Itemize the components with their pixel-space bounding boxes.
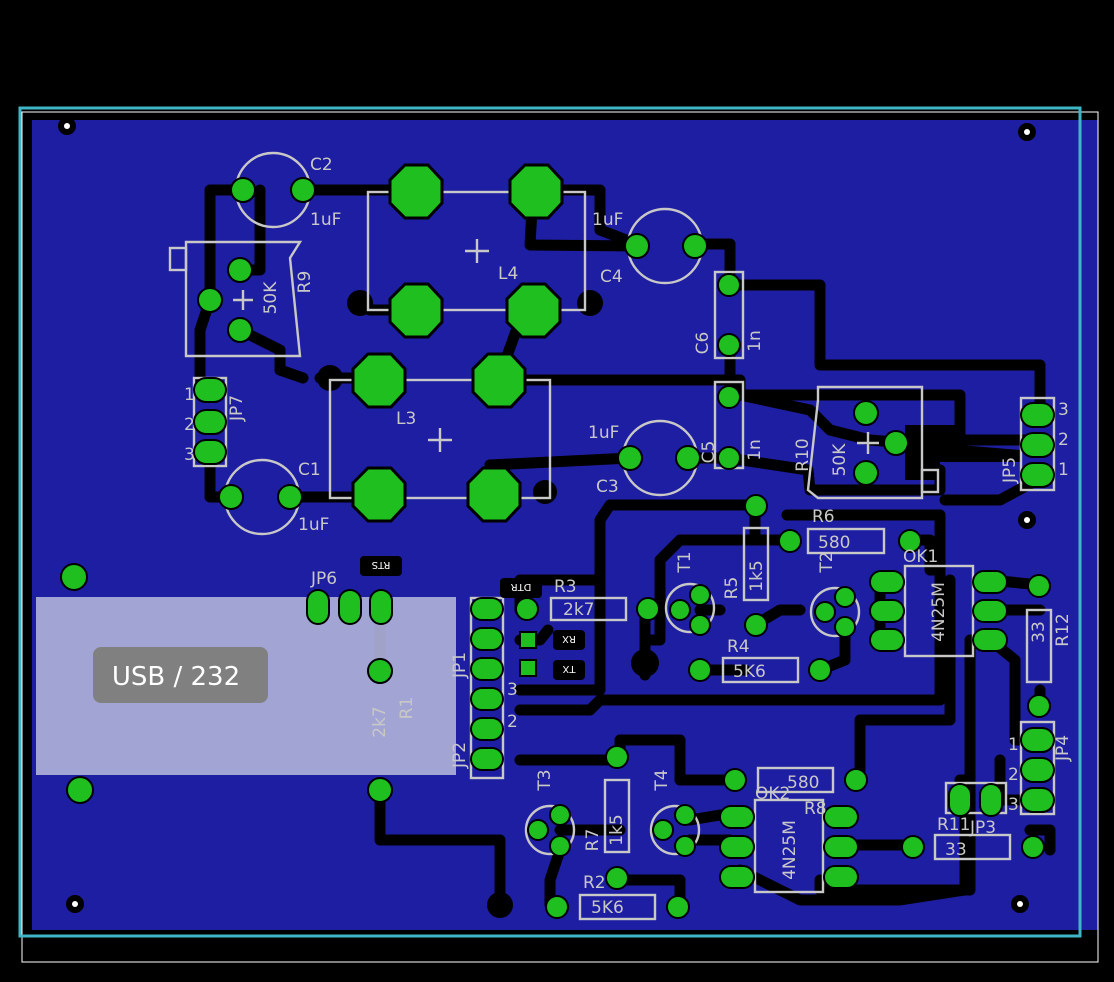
jp1-pin3: 3 <box>507 680 518 700</box>
r2-label: R2 <box>583 873 606 893</box>
r2-value: 5K6 <box>591 898 624 918</box>
c3-value: 1uF <box>588 423 619 443</box>
jp4-pin2: 2 <box>1008 765 1019 785</box>
jp7-pin3: 3 <box>184 445 195 465</box>
pad-tags: RTS DTR RX TX <box>360 556 585 680</box>
jp7-pin1: 1 <box>184 385 195 405</box>
jp4-pin3: 3 <box>1008 795 1019 815</box>
r3-value: 2k7 <box>563 600 594 620</box>
r11-value: 33 <box>945 840 967 860</box>
jp3-label: JP3 <box>969 818 996 838</box>
l3-label: L3 <box>396 409 416 429</box>
r9-value: 50K <box>261 281 281 315</box>
r5-value: 1k5 <box>747 560 767 591</box>
t4-label: T4 <box>652 769 672 791</box>
jp5-pin1: 1 <box>1058 460 1069 480</box>
c1-label: C1 <box>298 460 321 480</box>
l4-label: L4 <box>498 264 518 284</box>
r7-value: 1k5 <box>607 814 627 845</box>
silkscreen-labels: C2 1uF 1uF C4 L4 L3 C1 1uF 1uF C3 50K R9… <box>184 155 1073 918</box>
r12-label: R12 <box>1053 613 1073 646</box>
mounting-holes <box>58 117 1036 913</box>
jp2-label: JP2 <box>450 742 470 769</box>
c4-label: C4 <box>600 267 623 287</box>
c2-label: C2 <box>310 155 333 175</box>
ok2-value: 4N25M <box>780 820 800 880</box>
r12-value: 33 <box>1029 621 1049 643</box>
c6-label: C6 <box>693 332 713 355</box>
c4-value: 1uF <box>592 210 623 230</box>
jp5-pin3: 3 <box>1058 400 1069 420</box>
rx-tag: RX <box>562 633 576 644</box>
jp4-label: JP4 <box>1053 735 1073 762</box>
r3-label: R3 <box>554 577 577 597</box>
r5-label: R5 <box>722 577 742 600</box>
t1-label: T1 <box>675 551 695 573</box>
dtr-tag: DTR <box>511 581 532 592</box>
tx-tag: TX <box>562 663 576 674</box>
c5-label: C5 <box>699 441 719 464</box>
ok2-label: OK2 <box>755 784 790 804</box>
component-pads: RTS DTR RX TX <box>58 117 1055 919</box>
c2-value: 1uF <box>310 210 341 230</box>
t2-label: T2 <box>817 551 837 573</box>
jp7-label: JP7 <box>227 395 247 422</box>
header-pads <box>193 377 1055 889</box>
jp4-pin1: 1 <box>1008 735 1019 755</box>
r4-label: R4 <box>727 637 750 657</box>
jp2-pin2: 2 <box>507 712 518 732</box>
r1-label: R1 <box>397 697 417 720</box>
jp5-label: JP5 <box>1000 457 1020 484</box>
jp1-label: JP1 <box>450 652 470 679</box>
ok1-value: 4N25M <box>929 582 949 642</box>
r8-value: 580 <box>787 773 819 793</box>
t3-label: T3 <box>535 769 555 791</box>
c1-value: 1uF <box>298 515 329 535</box>
r11-label: R11 <box>937 815 970 835</box>
board-frame <box>21 111 1099 963</box>
r7-label: R7 <box>583 829 603 852</box>
rts-tag: RTS <box>372 559 391 570</box>
r6-value: 580 <box>818 533 850 553</box>
r1-value: 2k7 <box>370 706 390 737</box>
c3-label: C3 <box>596 477 619 497</box>
c5-value: 1n <box>745 439 765 461</box>
r10-value: 50K <box>830 443 850 477</box>
jp6-label: JP6 <box>310 569 337 589</box>
round-pads <box>60 177 1051 919</box>
r4-value: 5K6 <box>733 662 766 682</box>
r10-label: R10 <box>793 438 813 471</box>
jp5-pin2: 2 <box>1058 430 1069 450</box>
r8-label: R8 <box>804 799 827 819</box>
c6-value: 1n <box>745 330 765 352</box>
r9-label: R9 <box>295 271 315 294</box>
r6-label: R6 <box>812 507 835 527</box>
module-label: USB / 232 <box>112 662 240 692</box>
inductor-pads <box>351 163 564 523</box>
ok1-label: OK1 <box>903 547 938 567</box>
usb-232-module: USB / 232 <box>36 597 456 775</box>
jp7-pin2: 2 <box>184 415 195 435</box>
